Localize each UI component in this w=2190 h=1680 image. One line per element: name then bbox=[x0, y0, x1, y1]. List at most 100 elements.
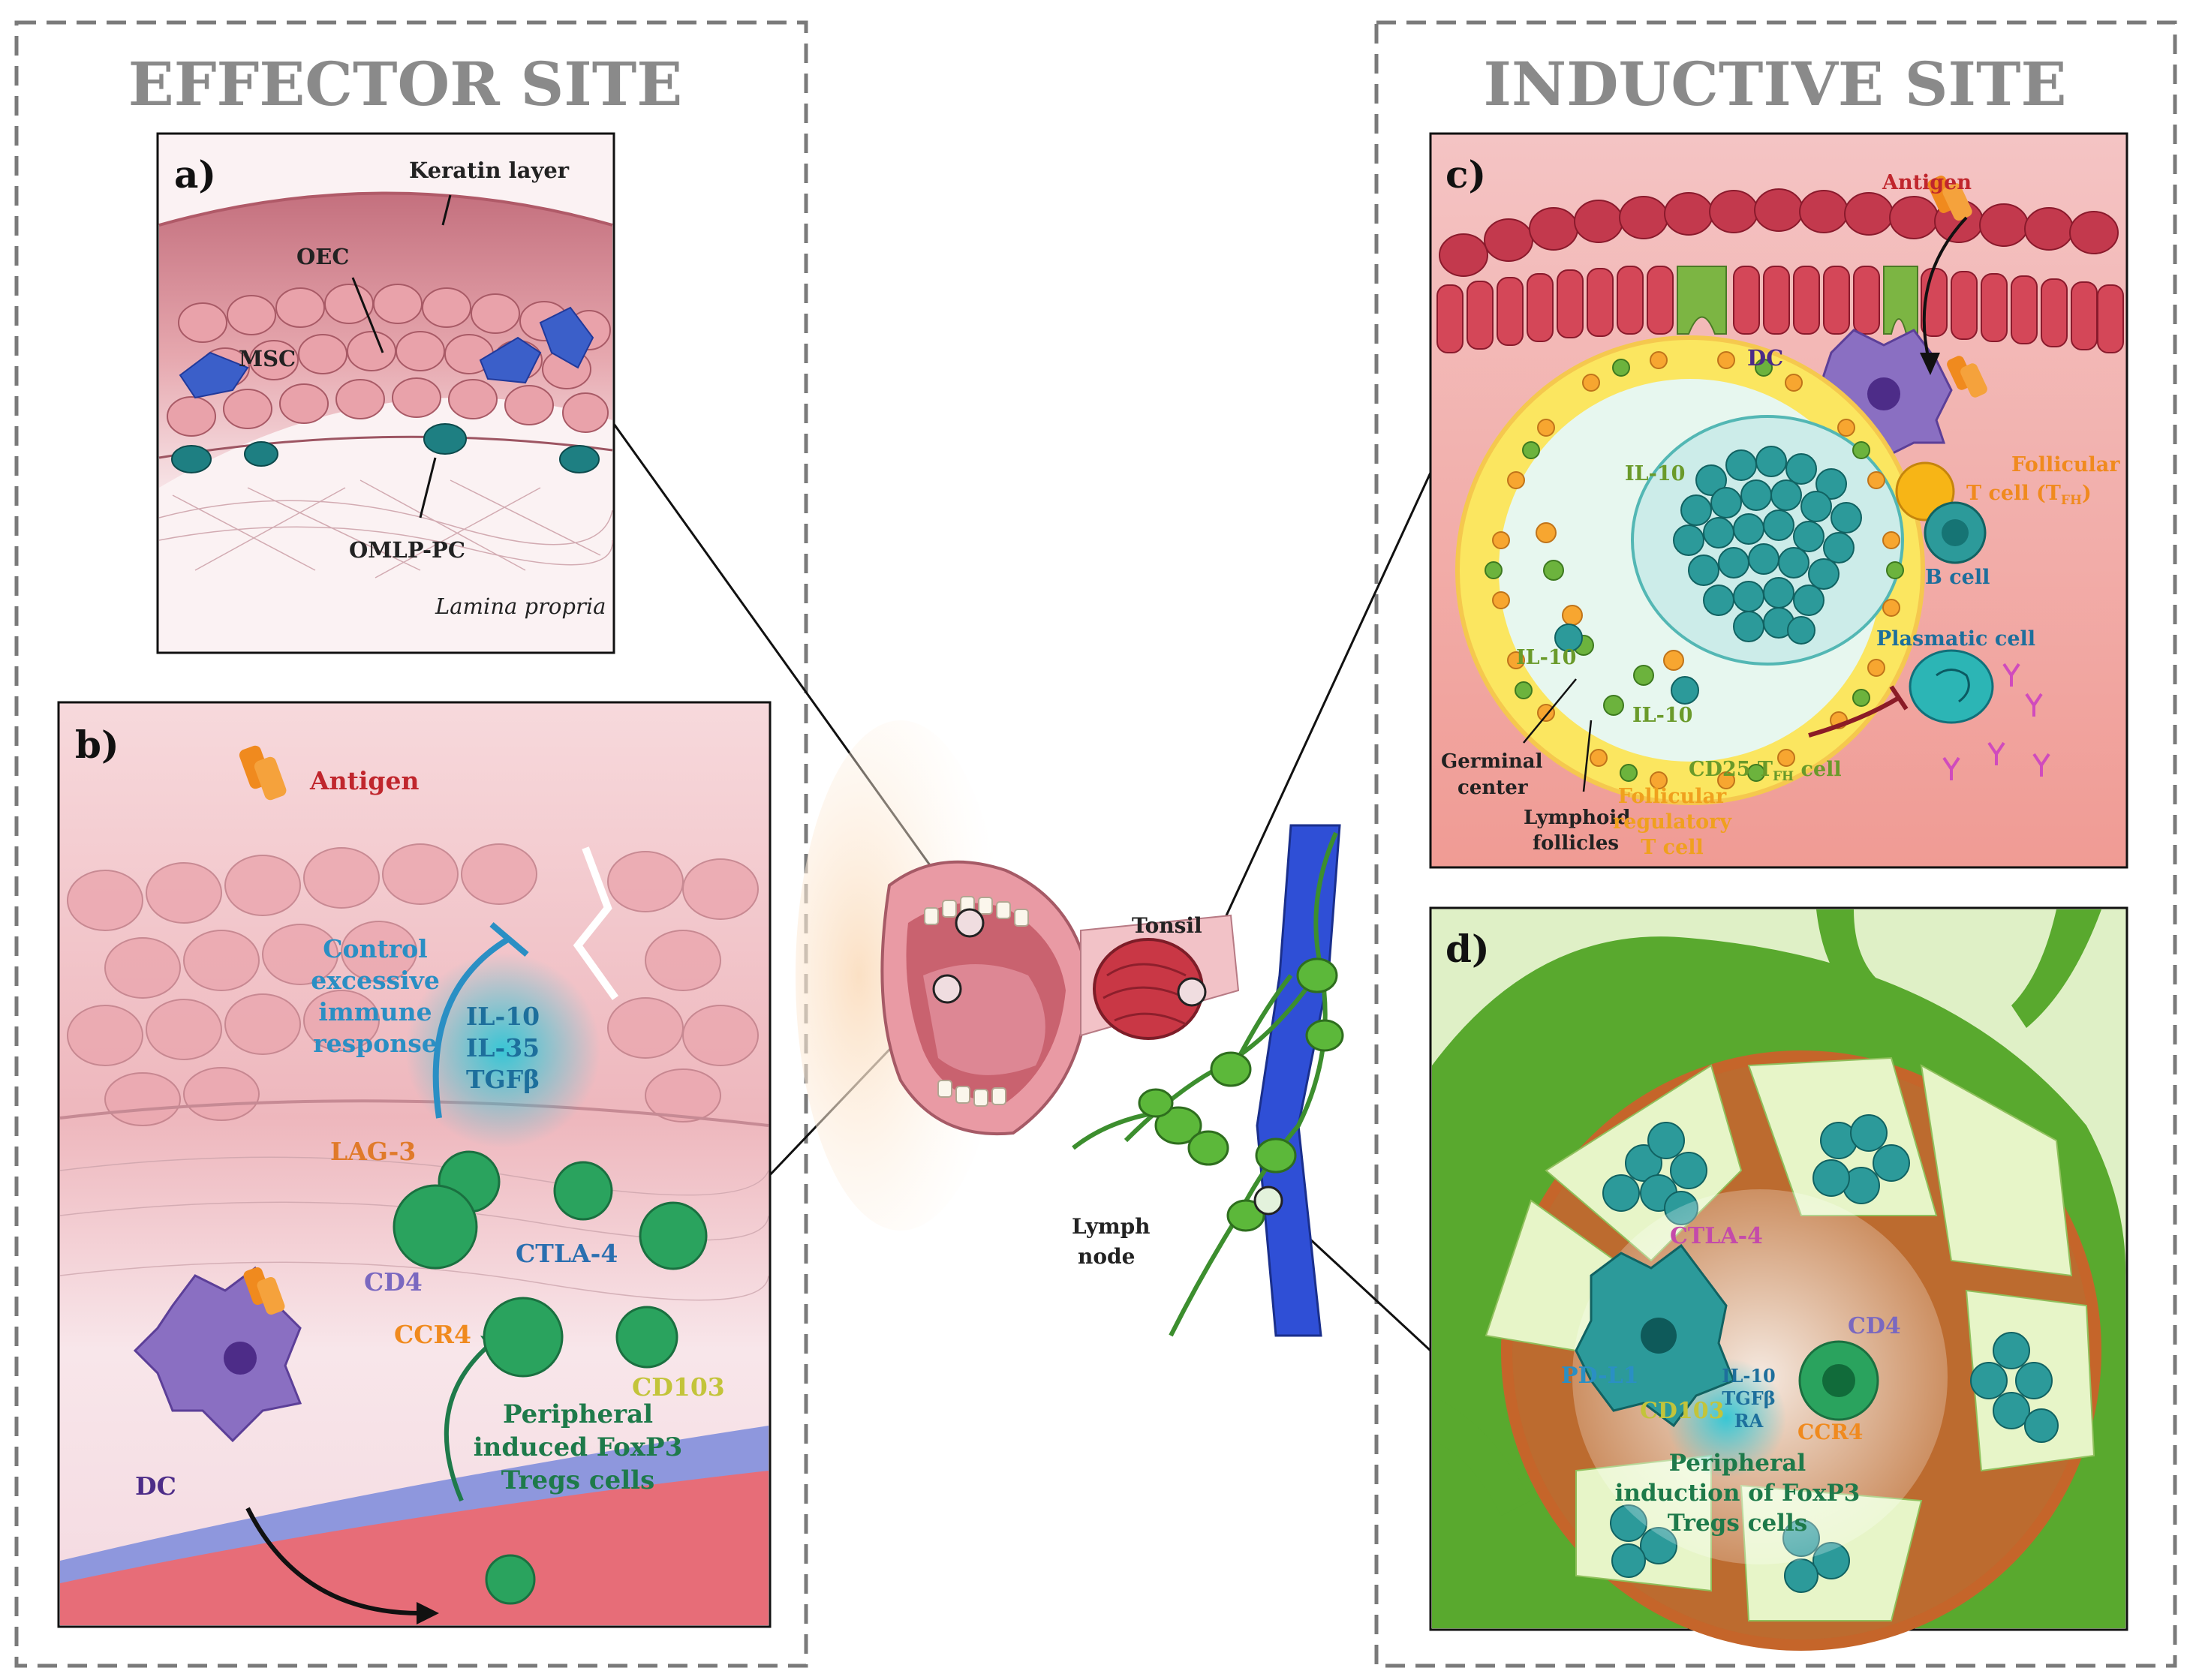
follicular-t-close: ) bbox=[2082, 482, 2092, 505]
panel-d: d) CTLA-4 CD4 PD-L1 CD103 CCR4 IL-10 TGF… bbox=[1429, 906, 2128, 1651]
vein-blue bbox=[1256, 824, 1341, 1337]
b-cell-label: B cell bbox=[1925, 566, 1990, 589]
germinal-center-line-1: Germinal bbox=[1441, 750, 1543, 773]
oec-label: OEC bbox=[296, 244, 349, 269]
mouth-marker-lower bbox=[932, 974, 962, 1004]
peripheral-line-2-d: induction of FoxP3 bbox=[1615, 1480, 1861, 1507]
tonsil-illustration bbox=[1093, 938, 1207, 1040]
tonsil-label: Tonsil bbox=[1132, 913, 1202, 938]
ctla4-label-d: CTLA-4 bbox=[1670, 1223, 1763, 1249]
peripheral-line-1-b: Peripheral bbox=[503, 1399, 653, 1429]
peripheral-line-3-b: Tregs cells bbox=[501, 1465, 654, 1495]
il10-label-c-top: IL-10 bbox=[1625, 462, 1685, 485]
dc-label-c: DC bbox=[1747, 345, 1783, 371]
antigen-on-dc-icon bbox=[243, 1267, 285, 1315]
columnar-cells-c bbox=[1436, 266, 2124, 353]
antigen-uptake-arrow bbox=[1922, 216, 1968, 361]
inductive-site-frame bbox=[1374, 20, 2177, 1668]
omlp-pc-cells bbox=[171, 423, 600, 473]
follicular-reg-line-3: T cell bbox=[1641, 836, 1704, 859]
epithelial-cells bbox=[167, 284, 611, 437]
epithelium-break bbox=[573, 846, 619, 1000]
lamina-propria-label: Lamina propria bbox=[435, 594, 606, 619]
panel-b-letter: b) bbox=[75, 723, 119, 767]
cytokine-il10-b: IL-10 bbox=[466, 1002, 540, 1031]
cd103-label-b: CD103 bbox=[632, 1372, 725, 1402]
antigen-label-b: Antigen bbox=[309, 766, 419, 795]
panel-c: c) Antigen DC IL-10 IL-10 IL-10 Follicul… bbox=[1429, 132, 2128, 869]
peripheral-line-1-d: Peripheral bbox=[1669, 1450, 1806, 1477]
control-line-1: Control bbox=[323, 934, 427, 963]
il10-label-c-bottom: IL-10 bbox=[1632, 704, 1692, 727]
effector-site-frame bbox=[14, 20, 808, 1668]
peripheral-line-2-b: induced FoxP3 bbox=[474, 1432, 683, 1462]
control-line-4: response bbox=[313, 1029, 438, 1058]
lymph-label-line-2: node bbox=[1078, 1244, 1135, 1269]
panel-c-letter: c) bbox=[1445, 152, 1486, 197]
induction-arrow-b bbox=[444, 1341, 493, 1502]
ccr4-label-b: CCR4 bbox=[394, 1320, 471, 1349]
dc-cell-d bbox=[1575, 1243, 1735, 1428]
epithelium-c bbox=[1439, 188, 2119, 277]
cd4-label-d: CD4 bbox=[1848, 1313, 1901, 1339]
peripheral-line-3-d: Tregs cells bbox=[1668, 1510, 1807, 1537]
ctla4-label-b: CTLA-4 bbox=[516, 1239, 618, 1268]
omlp-pc-label: OMLP-PC bbox=[349, 537, 465, 563]
cd25-suffix: cell bbox=[1794, 758, 1842, 781]
center-anatomy: Tonsil Lymph node bbox=[796, 720, 1344, 1337]
treg-cells-b bbox=[393, 1150, 708, 1605]
mouth-marker-upper bbox=[955, 908, 985, 938]
cytokine-il35-b: IL-35 bbox=[466, 1033, 540, 1062]
follicle-ring-cells bbox=[1485, 351, 1904, 789]
follicular-t-line-1: Follicular bbox=[2011, 453, 2120, 476]
suppression-arrow-c bbox=[1808, 696, 1900, 738]
effector-site-title: EFFECTOR SITE bbox=[128, 49, 682, 119]
msc-label: MSC bbox=[239, 346, 296, 371]
lymphoid-follicles-line-1: Lymphoid bbox=[1524, 807, 1630, 829]
panel-a-letter: a) bbox=[174, 152, 216, 197]
lag3-label: LAG-3 bbox=[330, 1137, 416, 1166]
follicular-t-line-2: T cell (TFH) bbox=[1966, 482, 2092, 508]
lymph-nodes-center bbox=[1138, 957, 1344, 1232]
inductive-site-title: INDUCTIVE SITE bbox=[1484, 49, 2067, 119]
cytokine-ra-d: RA bbox=[1734, 1410, 1764, 1432]
tonsil-marker bbox=[1177, 977, 1207, 1007]
lymphoid-nodules-d bbox=[1602, 1114, 2059, 1593]
follicular-t-prefix: T cell (T bbox=[1966, 482, 2061, 505]
keratin-layer-label: Keratin layer bbox=[409, 158, 570, 183]
follicular-reg-line-2: regulatory bbox=[1613, 810, 1732, 834]
treg-cell-d bbox=[1798, 1340, 1879, 1421]
il10-label-c-left: IL-10 bbox=[1516, 646, 1576, 669]
lymphoid-follicles-line-2: follicles bbox=[1533, 832, 1619, 855]
germinal-center-line-2: center bbox=[1457, 777, 1528, 799]
antigen-icon-c bbox=[1927, 176, 1987, 398]
suppression-arrow-b bbox=[432, 935, 513, 1119]
germinal-center-bcells bbox=[1673, 446, 1862, 645]
connective-fibers bbox=[158, 479, 613, 579]
mouth-illustration bbox=[880, 860, 1090, 1136]
follicular-reg-line-1: Follicular bbox=[1618, 785, 1727, 808]
keratin-surface bbox=[158, 191, 613, 227]
cytokine-il10-d: IL-10 bbox=[1722, 1365, 1775, 1387]
plasmatic-cell-label: Plasmatic cell bbox=[1876, 627, 2035, 651]
epithelium-cells-b bbox=[67, 843, 759, 1126]
dc-label-b: DC bbox=[135, 1471, 176, 1501]
panel-b: b) Antigen Control excessive immune resp… bbox=[57, 701, 772, 1628]
cytokine-tgfb-b: TGFβ bbox=[466, 1065, 540, 1094]
antigen-icon bbox=[239, 745, 287, 801]
lymph-node-marker bbox=[1253, 1186, 1283, 1216]
lymph-label-line-1: Lymph bbox=[1072, 1214, 1151, 1239]
follicular-t-cell bbox=[1895, 461, 1987, 564]
panel-a: a) Keratin layer OEC MSC OMLP-PC Lamina … bbox=[156, 132, 615, 654]
dc-migration-arrow bbox=[245, 1507, 421, 1615]
pdl1-label: PD-L1 bbox=[1561, 1363, 1639, 1389]
cd4-label-b: CD4 bbox=[364, 1267, 423, 1297]
cd25-prefix: CD25 T bbox=[1689, 758, 1773, 781]
follicular-t-sub: FH bbox=[2061, 493, 2082, 508]
ccr4-label-d: CCR4 bbox=[1797, 1420, 1863, 1444]
dc-cell-b bbox=[133, 1266, 302, 1443]
cd25-tfh-label: CD25 TFH cell bbox=[1689, 758, 1842, 784]
control-line-2: excessive bbox=[311, 966, 440, 995]
control-line-3: immune bbox=[318, 997, 432, 1026]
